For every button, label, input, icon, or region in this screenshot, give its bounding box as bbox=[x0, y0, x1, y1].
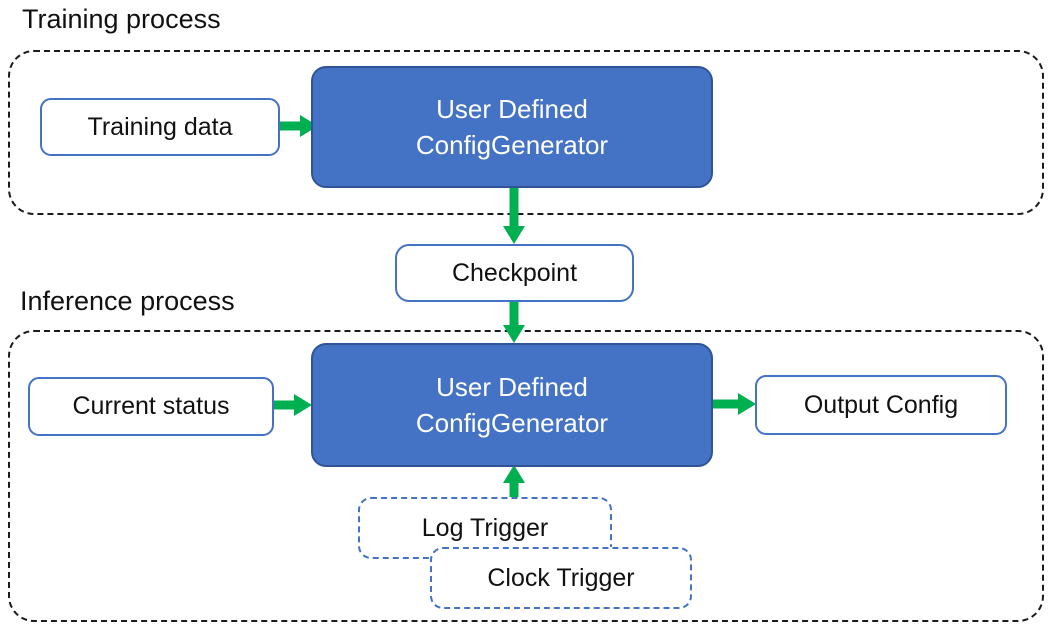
config-generator-inference-line2: ConfigGenerator bbox=[415, 408, 609, 438]
training-process-label: Training process bbox=[22, 4, 221, 34]
arrow-generator-to-checkpoint-icon bbox=[502, 186, 526, 249]
config-generator-inference-box: User Defined ConfigGenerator bbox=[311, 343, 713, 467]
arrow-checkpoint-to-generator-icon bbox=[502, 299, 526, 348]
arrow-triggers-to-generator-icon bbox=[502, 465, 526, 503]
inference-process-container bbox=[8, 330, 1044, 622]
output-config-box: Output Config bbox=[755, 375, 1007, 435]
current-status-box: Current status bbox=[28, 377, 274, 436]
checkpoint-box: Checkpoint bbox=[395, 244, 634, 302]
arrow-generator-to-output-config-icon bbox=[711, 391, 756, 422]
clock-trigger-box: Clock Trigger bbox=[430, 547, 692, 609]
training-process-container bbox=[8, 50, 1044, 215]
arrow-training-data-to-generator-icon bbox=[274, 113, 318, 144]
training-data-box: Training data bbox=[40, 98, 280, 156]
config-generator-training-line1: User Defined bbox=[436, 93, 588, 124]
config-generator-training-line2: ConfigGenerator bbox=[415, 130, 609, 160]
inference-process-label: Inference process bbox=[20, 286, 235, 316]
config-generator-inference-line1: User Defined bbox=[436, 371, 588, 402]
arrow-current-status-to-generator-icon bbox=[268, 392, 312, 423]
config-generator-training-box: User Defined ConfigGenerator bbox=[311, 66, 713, 188]
